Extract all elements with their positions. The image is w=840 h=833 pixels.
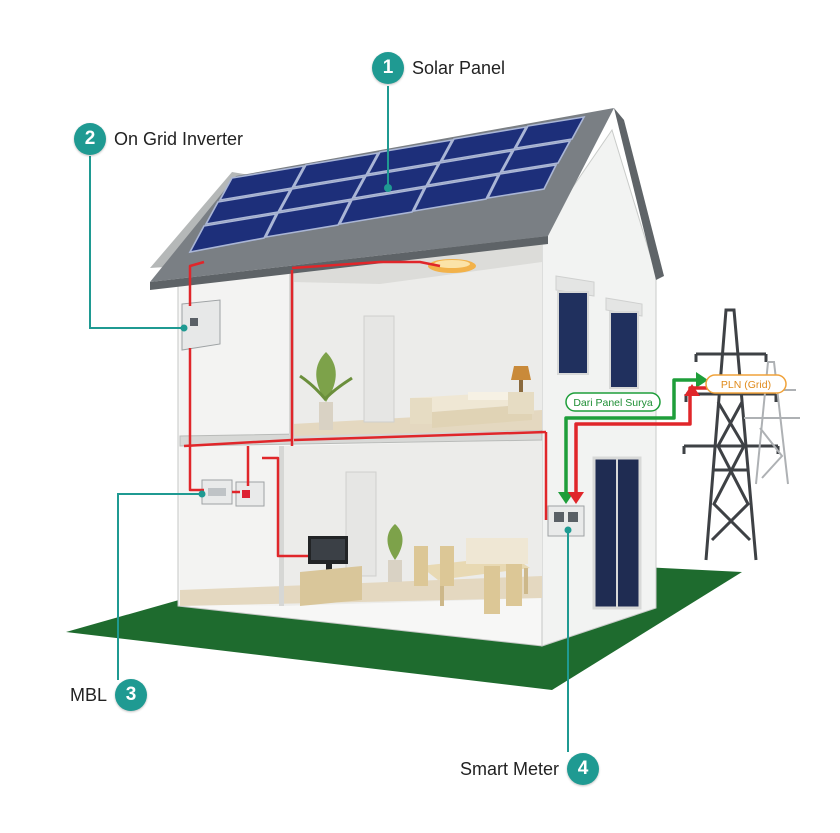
solar-cell <box>352 162 440 200</box>
inverter-box <box>181 299 221 351</box>
table-lamp <box>508 366 534 414</box>
leader-dot <box>384 184 392 192</box>
callout-label-smart-meter: Smart Meter <box>460 758 560 779</box>
leader-line-inverter <box>89 156 184 329</box>
solar-cell <box>218 164 306 202</box>
mbl-box <box>201 479 233 505</box>
solar-cell <box>486 163 558 200</box>
dining-set <box>414 538 530 614</box>
grid-to-house-arrow <box>574 386 710 496</box>
solar-cell <box>204 188 292 226</box>
solar-cell <box>440 125 528 163</box>
callout-leader-lines <box>89 86 569 752</box>
solar-panel-array <box>188 115 586 254</box>
leader-line-mbl <box>117 493 202 680</box>
solar-cell <box>514 115 586 150</box>
callout-smart-meter: Smart Meter 4 <box>460 753 600 785</box>
left-lower-room <box>180 446 282 606</box>
leader-dot <box>198 490 206 498</box>
grid-tail-arrow <box>684 384 700 396</box>
callout-badge-4: 4 <box>567 753 600 785</box>
left-upper-room <box>180 270 292 436</box>
solar-cell <box>500 139 572 174</box>
side-door <box>592 456 642 610</box>
ceiling-lamp-glow <box>434 260 470 268</box>
solar-to-grid-arrowhead <box>696 372 708 388</box>
leader-dot <box>564 526 572 534</box>
callout-label-inverter: On Grid Inverter <box>114 128 244 149</box>
callout-badge-1: 1 <box>372 52 404 84</box>
side-window-left <box>555 275 595 375</box>
lower-door <box>345 471 377 577</box>
breaker-box <box>235 481 265 507</box>
solar-cell <box>292 151 380 189</box>
callout-solar-panel: 1 Solar Panel <box>372 52 505 84</box>
bed <box>410 392 532 428</box>
solar-to-grid-arrow <box>564 378 700 496</box>
flow-label-grid: PLN (Grid) <box>705 374 787 394</box>
flow-label-grid-text: PLN (Grid) <box>721 379 771 391</box>
grid-to-house-arrowhead <box>568 492 584 504</box>
callout-mbl: MBL 3 <box>70 679 148 711</box>
callout-badge-2: 2 <box>74 123 106 155</box>
solar-cell <box>264 199 352 239</box>
house-wiring <box>183 260 548 558</box>
callout-label-mbl: MBL <box>70 684 108 705</box>
solar-cell <box>426 149 514 187</box>
solar-cell <box>278 175 366 213</box>
divider-wall-lower <box>279 446 284 606</box>
solar-cell <box>412 173 500 213</box>
callout-label-solar-panel: Solar Panel <box>412 57 506 78</box>
transmission-tower <box>682 308 780 561</box>
side-window-right <box>605 297 643 389</box>
tv-set <box>300 536 362 606</box>
upper-room-wall <box>292 240 542 436</box>
flow-label-solar-text: Dari Panel Surya <box>573 397 653 409</box>
roof-ridge <box>614 108 664 280</box>
callout-inverter: 2 On Grid Inverter <box>74 123 243 155</box>
lower-plant <box>387 524 403 582</box>
smart-meter-box <box>547 505 585 537</box>
upper-door <box>363 315 395 423</box>
leader-dots <box>180 184 572 534</box>
solar-cell <box>188 212 278 254</box>
upper-plant <box>299 352 353 430</box>
callout-badge-3: 3 <box>115 679 148 711</box>
leader-dot <box>180 324 188 332</box>
flow-label-solar: Dari Panel Surya <box>565 392 661 412</box>
solar-cell <box>338 186 426 226</box>
